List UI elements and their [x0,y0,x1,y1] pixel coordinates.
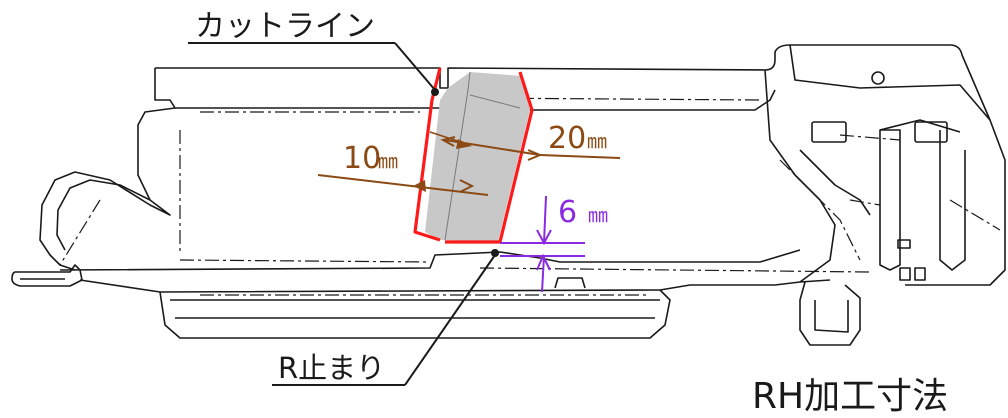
cut-region-fill [425,72,530,242]
cut-region-inner-edge-2 [469,94,521,109]
dim-6-value: 6 [558,195,577,230]
cut-line-outline-right [445,71,534,244]
cut-line-outline-left [413,67,442,242]
callout-r-stop-label: R止まり [278,351,385,385]
callout-r-stop-dot [491,249,499,257]
dim-10-value: 10 [343,141,381,176]
callout-r-stop [272,254,496,386]
dimension-20mm [440,136,621,161]
dimension-6mm [500,195,585,293]
dim-10-unit: ㎜ [378,149,398,173]
callout-cut-line-dot [431,88,439,96]
hidden-lines [59,97,1001,296]
caption: RH加工寸法 [752,376,948,417]
dim-20-value: 20 [548,121,586,156]
dim-10-arrow-in [459,179,475,193]
dim-6-unit: ㎜ [588,203,608,227]
callout-cut-line-label: カットライン [195,9,375,44]
cut-region [413,67,534,244]
dim-20-unit: ㎜ [587,129,607,153]
callout-cut-line [188,42,436,91]
